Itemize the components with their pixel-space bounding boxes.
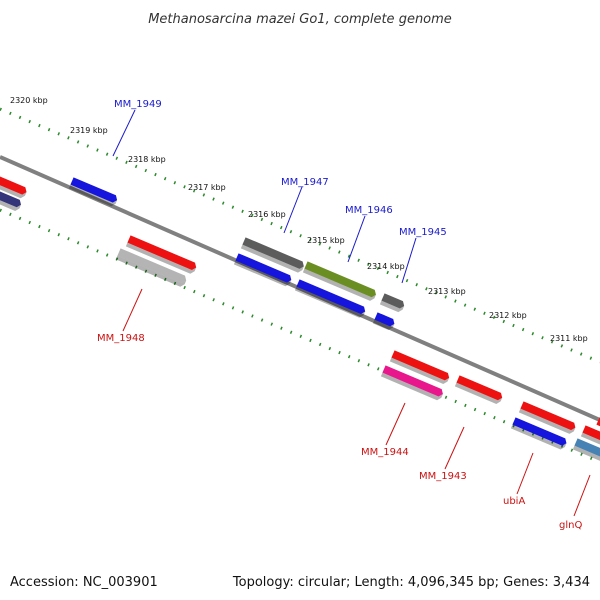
gene-label-mm-1947: MM_1947 — [281, 177, 329, 188]
leader-line-mm-1946 — [347, 215, 366, 263]
gene-label-ubia: ubiA — [503, 496, 525, 507]
leader-line-mm-1949 — [112, 109, 136, 157]
tick-lines — [0, 107, 600, 464]
scale-labels: 2320 kbp 2319 kbp 2318 kbp 2317 kbp 2316… — [10, 96, 588, 343]
feature-arrow — [115, 248, 187, 287]
genome-backbone — [0, 155, 600, 422]
gene-label-mm-1944: MM_1944 — [361, 447, 409, 458]
feature-arrow — [510, 417, 567, 450]
scale-label: 2314 kbp — [367, 262, 405, 271]
gene-arrow-mm-1947 — [240, 237, 304, 273]
gene-arrow-mm-1946 — [302, 261, 376, 301]
gene-label-mm-1946: MM_1946 — [345, 205, 393, 216]
gene-arrow-mm-1945 — [379, 293, 405, 313]
scale-label: 2320 kbp — [10, 96, 48, 105]
gene-arrow-mm-1948 — [125, 235, 197, 274]
feature-arrow — [0, 176, 27, 199]
gene-label-glnq: glnQ — [559, 520, 582, 531]
scale-label: 2311 kbp — [550, 334, 588, 343]
scale-label: 2319 kbp — [70, 126, 108, 135]
gene-label-mm-1948: MM_1948 — [97, 333, 145, 344]
outer-tick-line — [0, 107, 600, 364]
leader-line-glnq — [573, 474, 591, 517]
gene-label-mm-1949: MM_1949 — [114, 99, 162, 110]
leader-line-mm-1945 — [401, 237, 417, 284]
gene-arrow-ubia — [518, 401, 576, 434]
feature-arrow — [372, 312, 395, 331]
reverse-gene-labels: MM_1948 MM_1944 MM_1943 ubiA glnQ — [97, 288, 591, 531]
leader-line-mm-1947 — [283, 186, 303, 234]
scale-label: 2312 kbp — [489, 311, 527, 320]
genome-summary-text: Topology: circular; Length: 4,096,345 bp… — [232, 575, 590, 590]
feature-arrow — [596, 417, 600, 428]
gene-label-mm-1943: MM_1943 — [419, 471, 467, 482]
leader-line-mm-1944 — [385, 402, 406, 446]
map-title: Methanosarcina mazei Go1, complete genom… — [148, 12, 452, 27]
gene-arrow-mm-1944 — [389, 350, 450, 385]
forward-gene-labels: MM_1949 MM_1947 MM_1946 MM_1945 — [112, 99, 447, 284]
feature-arrow — [294, 279, 366, 318]
gene-arrow-glnq — [580, 425, 600, 445]
scale-label: 2313 kbp — [428, 287, 466, 296]
leader-line-mm-1948 — [122, 288, 143, 332]
feature-arrow — [233, 253, 292, 287]
leader-line-ubia — [516, 452, 534, 495]
accession-text: Accession: NC_003901 — [10, 575, 158, 590]
gene-arrow-mm-1943 — [454, 375, 503, 404]
features — [0, 176, 600, 462]
scale-label: 2317 kbp — [188, 183, 226, 192]
scale-label: 2315 kbp — [307, 236, 345, 245]
feature-arrow — [380, 365, 443, 401]
leader-line-mm-1943 — [444, 426, 465, 470]
inner-tick-line — [0, 208, 600, 464]
gene-arrow-mm-1949 — [68, 177, 118, 207]
scale-label: 2318 kbp — [128, 155, 166, 164]
scale-label: 2316 kbp — [248, 210, 286, 219]
feature-arrow — [572, 438, 600, 462]
gene-label-mm-1945: MM_1945 — [399, 227, 447, 238]
feature-arrow — [0, 191, 22, 211]
